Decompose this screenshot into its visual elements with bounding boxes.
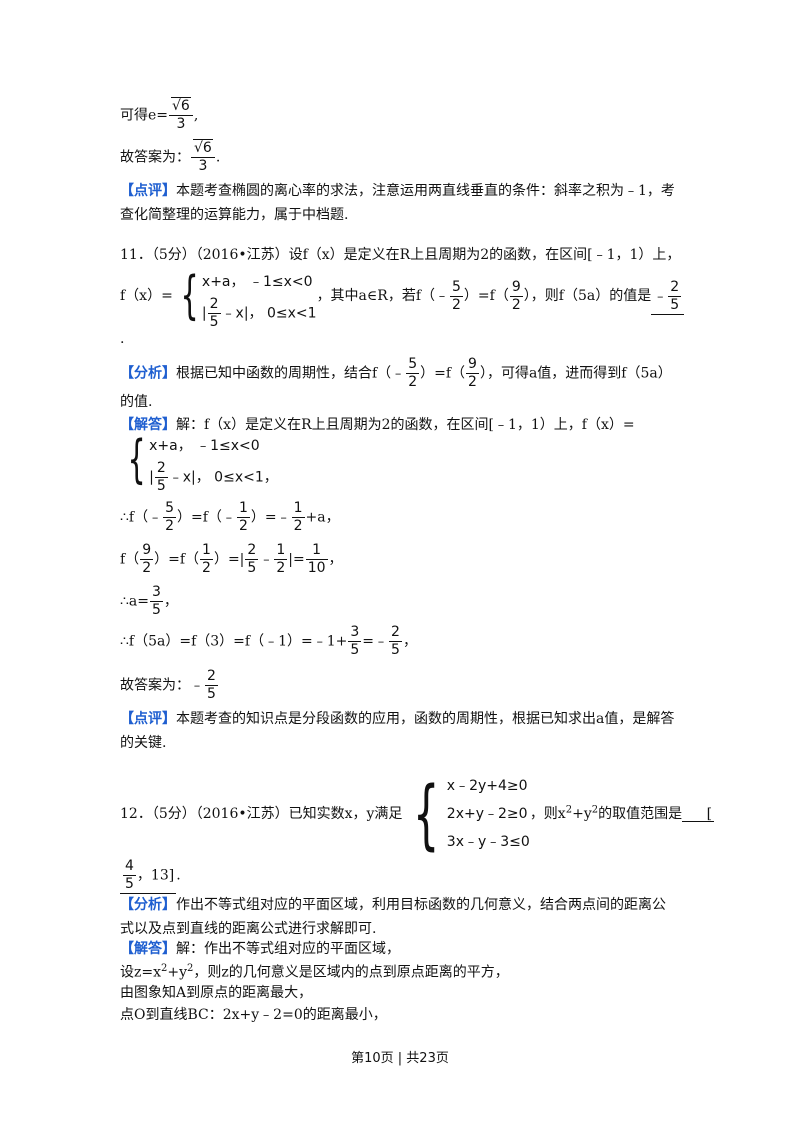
- page-footer: 第10页 | 共23页: [351, 1051, 449, 1066]
- answer-blank: [: [682, 807, 715, 823]
- brace-icon: {: [180, 266, 199, 326]
- q12-solution-1: 【解答】解：作出不等式组对应的平面区域，: [120, 941, 400, 957]
- q11-comment-1: 【点评】本题考查的知识点是分段函数的应用，函数的周期性，根据已知求出a值，是解答: [120, 711, 675, 727]
- q11-stem: 11．（5分）（2016•江苏）设f（x）是定义在R上且周期为2的函数，在区间[…: [120, 247, 681, 263]
- q12-solution-2: 设z=x2+y2，则z的几何意义是区域内的点到原点距离的平方，: [120, 963, 509, 981]
- q12-solution-3: 由图象知A到原点的距离最大，: [120, 985, 313, 1001]
- q12-solution-4: 点O到直线BC：2x+y﹣2=0的距离最小，: [120, 1007, 387, 1023]
- q11-analysis-2: 的值.: [120, 394, 153, 410]
- constraint-system: x﹣2y+4≥0 2x+y﹣2≥0 3x﹣y﹣3≤0: [446, 778, 530, 850]
- q12-analysis-2: 式以及点到直线的距离公式进行求解即可.: [120, 921, 377, 937]
- q11-dot: .: [120, 331, 125, 347]
- brace-icon: {: [127, 430, 146, 490]
- q12-stem: 12．（5分）（2016•江苏）已知实数x，y满足{ x﹣2y+4≥0 2x+y…: [120, 769, 715, 858]
- q11-solution-1: 【解答】解：f（x）是定义在R上且周期为2的函数，在区间[﹣1，1）上，f（x）…: [120, 417, 635, 433]
- comment-line-1: 【点评】本题考查椭圆的离心率的求法，注意运用两直线垂直的条件：斜率之积为﹣1，考: [120, 183, 675, 199]
- brace-icon: {: [413, 769, 440, 858]
- q12-analysis-1: 【分析】作出不等式组对应的平面区域，利用目标函数的几何意义，结合两点间的距离公: [120, 897, 666, 913]
- q11-comment-2: 的关键.: [120, 735, 167, 751]
- comment-line-2: 查化简整理的运算能力，属于中档题.: [120, 207, 349, 223]
